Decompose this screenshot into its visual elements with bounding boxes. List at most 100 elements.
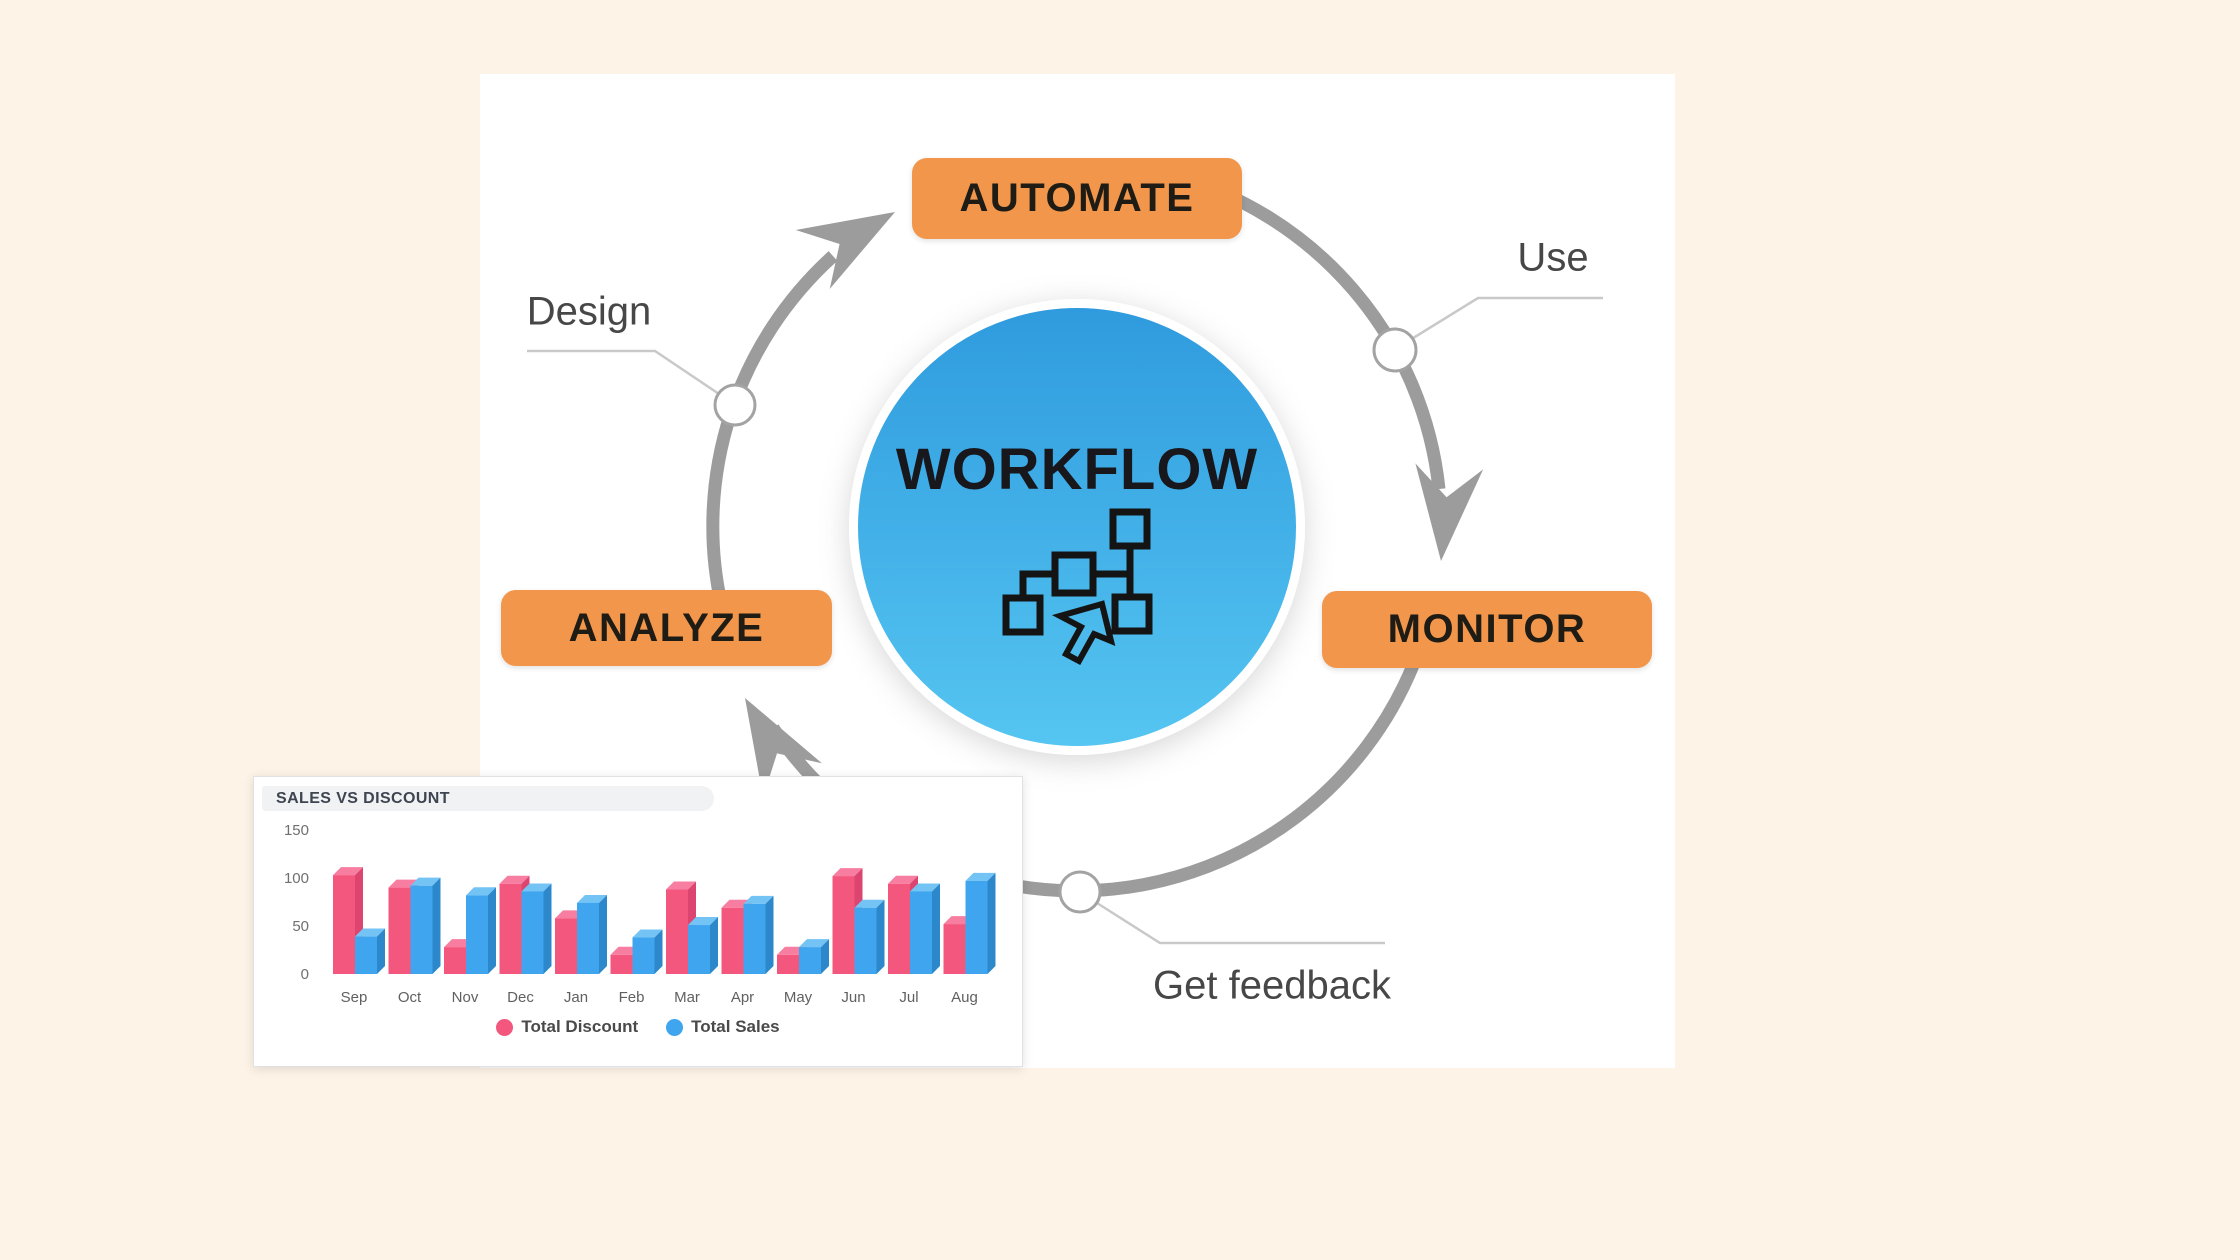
bar-total-sales-Mar[interactable] (688, 925, 710, 974)
bar-total-discount-Dec[interactable] (499, 883, 522, 974)
bar-total-discount-Jul-top (888, 875, 918, 884)
bar-total-sales-Jul[interactable] (910, 891, 932, 974)
x-tick-label: Mar (674, 989, 700, 1006)
bar-total-discount-Aug[interactable] (943, 924, 966, 974)
bar-total-discount-Mar[interactable] (666, 889, 688, 974)
bar-total-sales-May[interactable] (799, 947, 821, 974)
bar-total-sales-Dec-side (543, 883, 552, 974)
chart-legend: Total Discount Total Sales (254, 1017, 1022, 1037)
bar-total-discount-Sep-top (333, 867, 363, 876)
bar-total-sales-Apr-top (743, 895, 774, 904)
bar-total-sales-Oct[interactable] (410, 885, 433, 974)
bar-total-sales-Apr[interactable] (743, 903, 766, 974)
bar-total-sales-Jan-side (599, 894, 607, 974)
bar-total-sales-Sep[interactable] (355, 936, 377, 974)
bar-total-sales-Mar-top (688, 917, 718, 926)
x-tick-label: Jun (841, 989, 865, 1006)
bar-total-discount-Oct[interactable] (388, 887, 411, 974)
bar-total-discount-Feb[interactable] (610, 954, 633, 974)
automate-button[interactable]: AUTOMATE (912, 158, 1242, 239)
arrowhead-to-monitor-icon (1415, 463, 1484, 561)
analyze-button[interactable]: ANALYZE (501, 590, 832, 666)
bar-total-sales-Sep-top (355, 928, 385, 937)
bar-total-sales-Oct-side (432, 877, 441, 974)
flowchart-cursor-icon (1002, 508, 1153, 666)
bar-total-sales-Jun-top (854, 899, 885, 908)
workflow-circle: WORKFLOW (849, 299, 1305, 755)
workflow-circle-title: WORKFLOW (895, 437, 1259, 502)
legend-item-total-discount[interactable]: Total Discount (496, 1017, 638, 1037)
bar-total-sales-Aug[interactable] (965, 880, 988, 974)
use-node (1372, 327, 1418, 373)
cycle-nodes (713, 327, 1418, 914)
get-feedback-step-label: Get feedback (1153, 963, 1391, 1008)
bar-total-sales-Dec-top (521, 883, 552, 892)
design-node (713, 383, 757, 427)
bar-total-sales-May-side (821, 939, 829, 974)
x-tick-label: Jul (899, 989, 918, 1006)
bar-total-sales-Oct-top (410, 877, 441, 886)
total-discount-dot-icon (496, 1018, 514, 1036)
bar-total-sales-Dec[interactable] (521, 891, 544, 974)
x-tick-label: Dec (507, 989, 534, 1006)
cycle-arrowheads (745, 212, 1484, 798)
bar-total-sales-Jul-side (932, 883, 940, 974)
bar-total-sales-Feb[interactable] (632, 937, 655, 974)
bar-total-sales-Feb-top (632, 929, 663, 938)
x-tick-label: Sep (341, 989, 368, 1006)
bar-total-discount-Sep[interactable] (333, 875, 355, 974)
design-callout-line (527, 349, 723, 398)
y-tick-label: 100 (284, 870, 309, 887)
arc-analyze-to-automate (706, 251, 838, 605)
feedback-callout-line (1096, 901, 1385, 945)
bar-total-sales-Jan[interactable] (577, 902, 599, 974)
bar-total-discount-Dec-top (499, 875, 530, 884)
x-tick-label: May (784, 989, 813, 1006)
total-sales-dot-icon (666, 1018, 684, 1036)
bar-total-discount-Nov[interactable] (444, 947, 466, 974)
x-tick-label: Oct (398, 989, 422, 1006)
x-tick-label: Aug (951, 989, 978, 1006)
legend-label: Total Discount (521, 1017, 639, 1036)
bar-total-sales-Aug-top (965, 872, 996, 881)
bar-total-sales-May-top (799, 939, 829, 948)
bar-total-discount-Jun[interactable] (832, 876, 855, 974)
bar-total-discount-Jan[interactable] (555, 918, 577, 974)
y-tick-label: 150 (284, 822, 309, 839)
bar-total-discount-Jul[interactable] (888, 883, 910, 974)
bar-total-sales-Apr-side (765, 895, 774, 974)
bar-total-sales-Jun-side (876, 899, 885, 974)
legend-label: Total Sales (691, 1017, 780, 1036)
bar-total-discount-Apr[interactable] (721, 907, 744, 974)
x-tick-label: Nov (452, 989, 479, 1006)
design-step-label: Design (526, 289, 652, 334)
bar-total-discount-Mar-top (666, 881, 696, 890)
chart-title: SALES VS DISCOUNT (262, 786, 714, 811)
x-tick-label: Jan (564, 989, 588, 1006)
feedback-node (1058, 870, 1102, 914)
use-step-label: Use (1517, 235, 1589, 280)
bar-total-sales-Jun[interactable] (854, 907, 877, 974)
y-tick-label: 50 (292, 918, 309, 935)
bar-total-sales-Jan-top (577, 894, 607, 903)
bar-total-discount-May[interactable] (777, 954, 799, 974)
use-callout-line (1409, 296, 1603, 342)
bar-total-sales-Nov-top (466, 887, 496, 896)
bar-total-sales-Feb-side (654, 929, 663, 974)
y-tick-label: 0 (301, 966, 309, 983)
x-tick-label: Apr (731, 989, 754, 1006)
legend-item-total-sales[interactable]: Total Sales (666, 1017, 780, 1037)
bar-total-sales-Jul-top (910, 883, 940, 892)
bar-total-discount-Jun-top (832, 868, 863, 877)
arrowhead-to-analyze-icon (745, 698, 822, 798)
callout-lines (527, 296, 1603, 945)
monitor-button[interactable]: MONITOR (1322, 591, 1652, 668)
x-tick-label: Feb (619, 989, 645, 1006)
bar-total-sales-Nov-side (488, 887, 496, 974)
arrowhead-to-automate-icon (795, 212, 895, 289)
bar-total-sales-Nov[interactable] (466, 895, 488, 974)
bar-total-sales-Aug-side (987, 872, 996, 974)
bar-total-sales-Mar-side (710, 917, 718, 974)
